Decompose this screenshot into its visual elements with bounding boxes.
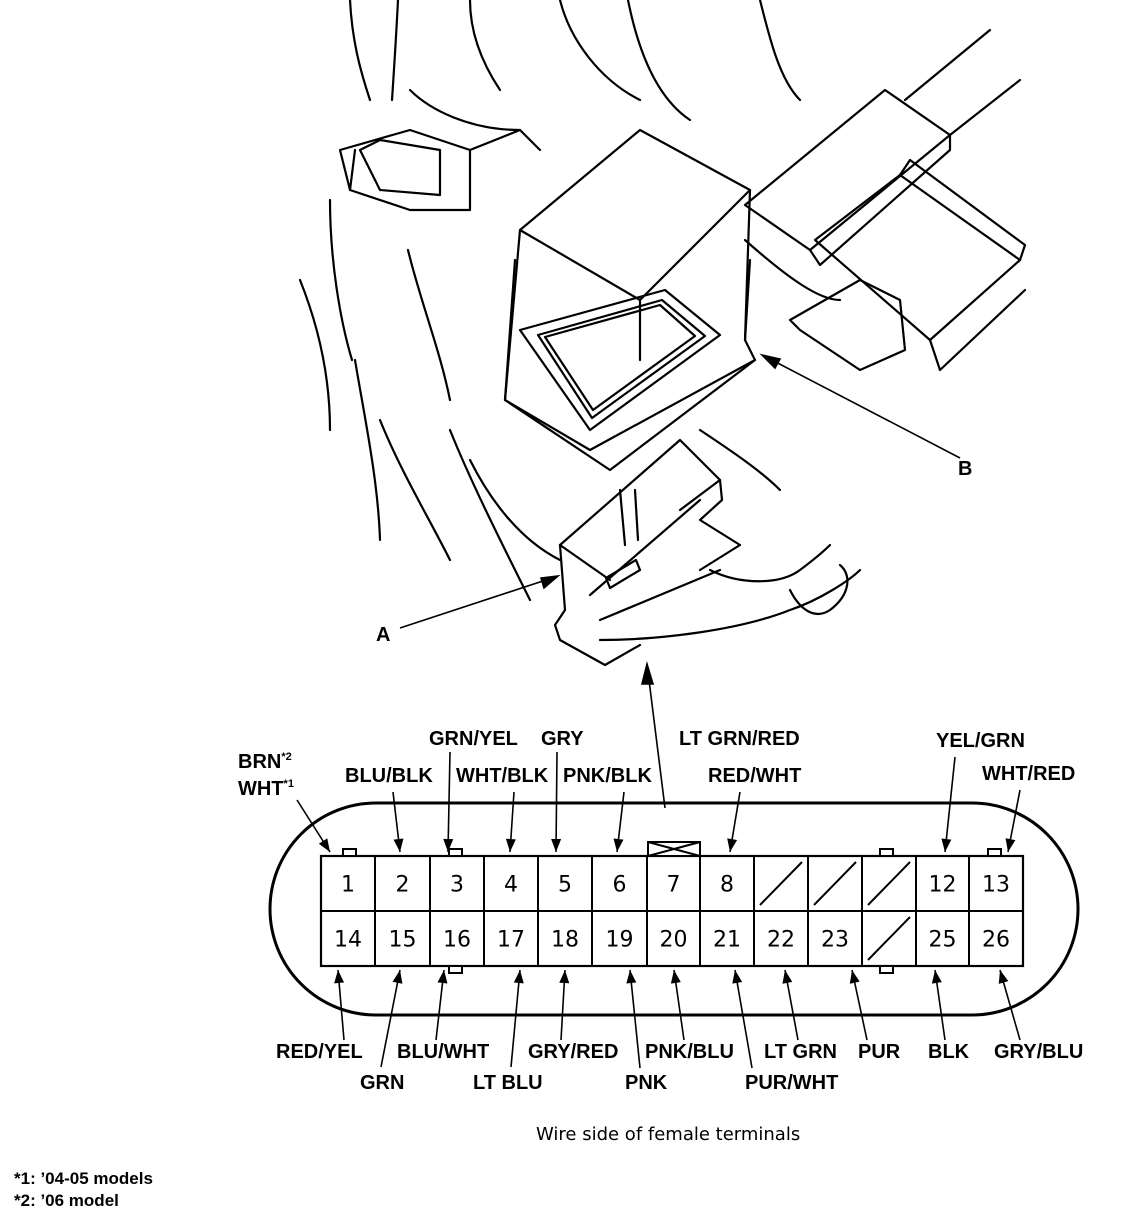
- leader-arrowhead: [513, 970, 524, 984]
- pin1-label-line2: WHT: [238, 778, 284, 800]
- wire-label-pin26: GRY/BLU: [994, 1041, 1084, 1063]
- terminal-number: 26: [982, 928, 1010, 953]
- leader-line: [380, 969, 401, 1068]
- terminal-number: 19: [606, 928, 634, 953]
- wire-label-pin13: WHT/RED: [982, 763, 1076, 785]
- leader-arrowhead: [670, 970, 681, 984]
- leader-line: [447, 751, 451, 853]
- leader-arrowhead: [732, 970, 743, 984]
- leader-arrowhead: [1005, 838, 1016, 852]
- wire-label-pin18: GRY/RED: [528, 1041, 619, 1063]
- blank-terminal-slash: [813, 861, 857, 906]
- leader-arrowhead: [334, 970, 345, 984]
- terminal-number: 1: [341, 873, 355, 898]
- leader-line: [510, 969, 521, 1068]
- terminal-number: 20: [660, 928, 688, 953]
- wire-label-pin3: GRN/YEL: [429, 728, 518, 750]
- wire-label-pin6: PNK/BLK: [563, 765, 652, 787]
- terminal-number: 4: [504, 873, 518, 898]
- terminal-number: 7: [667, 873, 681, 898]
- connector-outline: [268, 801, 1080, 1017]
- terminal-number: 23: [821, 928, 849, 953]
- terminal-number: 2: [396, 873, 410, 898]
- wire-label-pin16: BLU/WHT: [397, 1041, 490, 1063]
- blank-terminal-slash: [867, 916, 911, 961]
- leader-arrowhead: [559, 970, 570, 984]
- wire-label-pin4: WHT/BLK: [456, 765, 549, 787]
- callout-b: B: [958, 458, 973, 480]
- terminal-number: 8: [720, 873, 734, 898]
- blank-terminal-slash: [867, 861, 911, 906]
- terminal-number: 18: [551, 928, 579, 953]
- harness-illustration: [298, 0, 1027, 667]
- leader-arrowhead: [551, 838, 562, 852]
- wire-label-pin21: PUR/WHT: [745, 1072, 839, 1094]
- terminal-number: 17: [497, 928, 525, 953]
- wire-label-pin14: RED/YEL: [276, 1041, 363, 1063]
- leader-arrowhead: [727, 838, 738, 852]
- wire-label-pin22: LT GRN: [764, 1041, 837, 1063]
- pin1-label-mark2: *1: [283, 778, 294, 790]
- diagram-caption: Wire side of female terminals: [536, 1124, 801, 1145]
- terminal-number: 5: [558, 873, 572, 898]
- leader-arrowhead: [931, 970, 942, 984]
- leader-arrowhead: [505, 838, 516, 852]
- terminal-number: 14: [334, 928, 362, 953]
- wire-label-pin25: BLK: [928, 1041, 970, 1063]
- leader-arrowhead: [613, 838, 624, 852]
- leader-arrowhead: [437, 970, 448, 984]
- wire-label-pin12: YEL/GRN: [936, 730, 1025, 752]
- label-leaders: [296, 751, 1021, 1069]
- leader-arrowhead: [318, 838, 330, 852]
- terminal-number: 21: [713, 928, 741, 953]
- callout-leaders: [399, 353, 961, 809]
- terminal-number: 12: [929, 873, 957, 898]
- leader-arrowhead: [626, 970, 637, 984]
- callout-a: A: [376, 624, 391, 646]
- wire-label-pin7: LT GRN/RED: [679, 728, 800, 750]
- leader-arrowhead: [998, 970, 1009, 984]
- leader-arrowhead: [443, 838, 454, 852]
- pin1-label-mark1: *2: [281, 751, 292, 763]
- leader-arrowhead: [941, 838, 952, 852]
- terminal-number: 22: [767, 928, 795, 953]
- terminal-number: 15: [389, 928, 417, 953]
- leader-arrowhead: [782, 970, 793, 984]
- footnote-1: *1: ’04-05 models: [14, 1169, 153, 1188]
- wire-label-pin19: PNK: [625, 1072, 668, 1094]
- terminal-cell: [968, 910, 1024, 967]
- leader-arrowhead: [393, 838, 404, 852]
- wire-label-pin23: PUR: [858, 1041, 901, 1063]
- terminal-number: 13: [982, 873, 1010, 898]
- wire-label-pin15: GRN: [360, 1072, 405, 1094]
- leader-line: [944, 756, 956, 853]
- leader-line: [734, 969, 753, 1069]
- leader-arrowhead: [392, 970, 403, 984]
- wire-label-pin17: LT BLU: [473, 1072, 543, 1094]
- pin1-label-line1: BRN: [238, 751, 282, 773]
- wire-label-pin20: PNK/BLU: [645, 1041, 734, 1063]
- wire-label-pin5: GRY: [541, 728, 584, 750]
- pin1-label: BRN*2 WHT*1: [238, 746, 294, 800]
- terminal-number: 16: [443, 928, 471, 953]
- leader-arrowhead: [849, 970, 860, 984]
- terminal-number: 3: [450, 873, 464, 898]
- wire-label-pin2: BLU/BLK: [345, 765, 433, 787]
- leader-line: [629, 969, 641, 1069]
- terminal-number: 6: [613, 873, 627, 898]
- terminal-number: 25: [929, 928, 957, 953]
- footnote-2: *2: ’06 model: [14, 1191, 119, 1210]
- blank-terminal-slash: [759, 861, 803, 906]
- wire-label-pin8: RED/WHT: [708, 765, 802, 787]
- leader-line: [555, 751, 558, 853]
